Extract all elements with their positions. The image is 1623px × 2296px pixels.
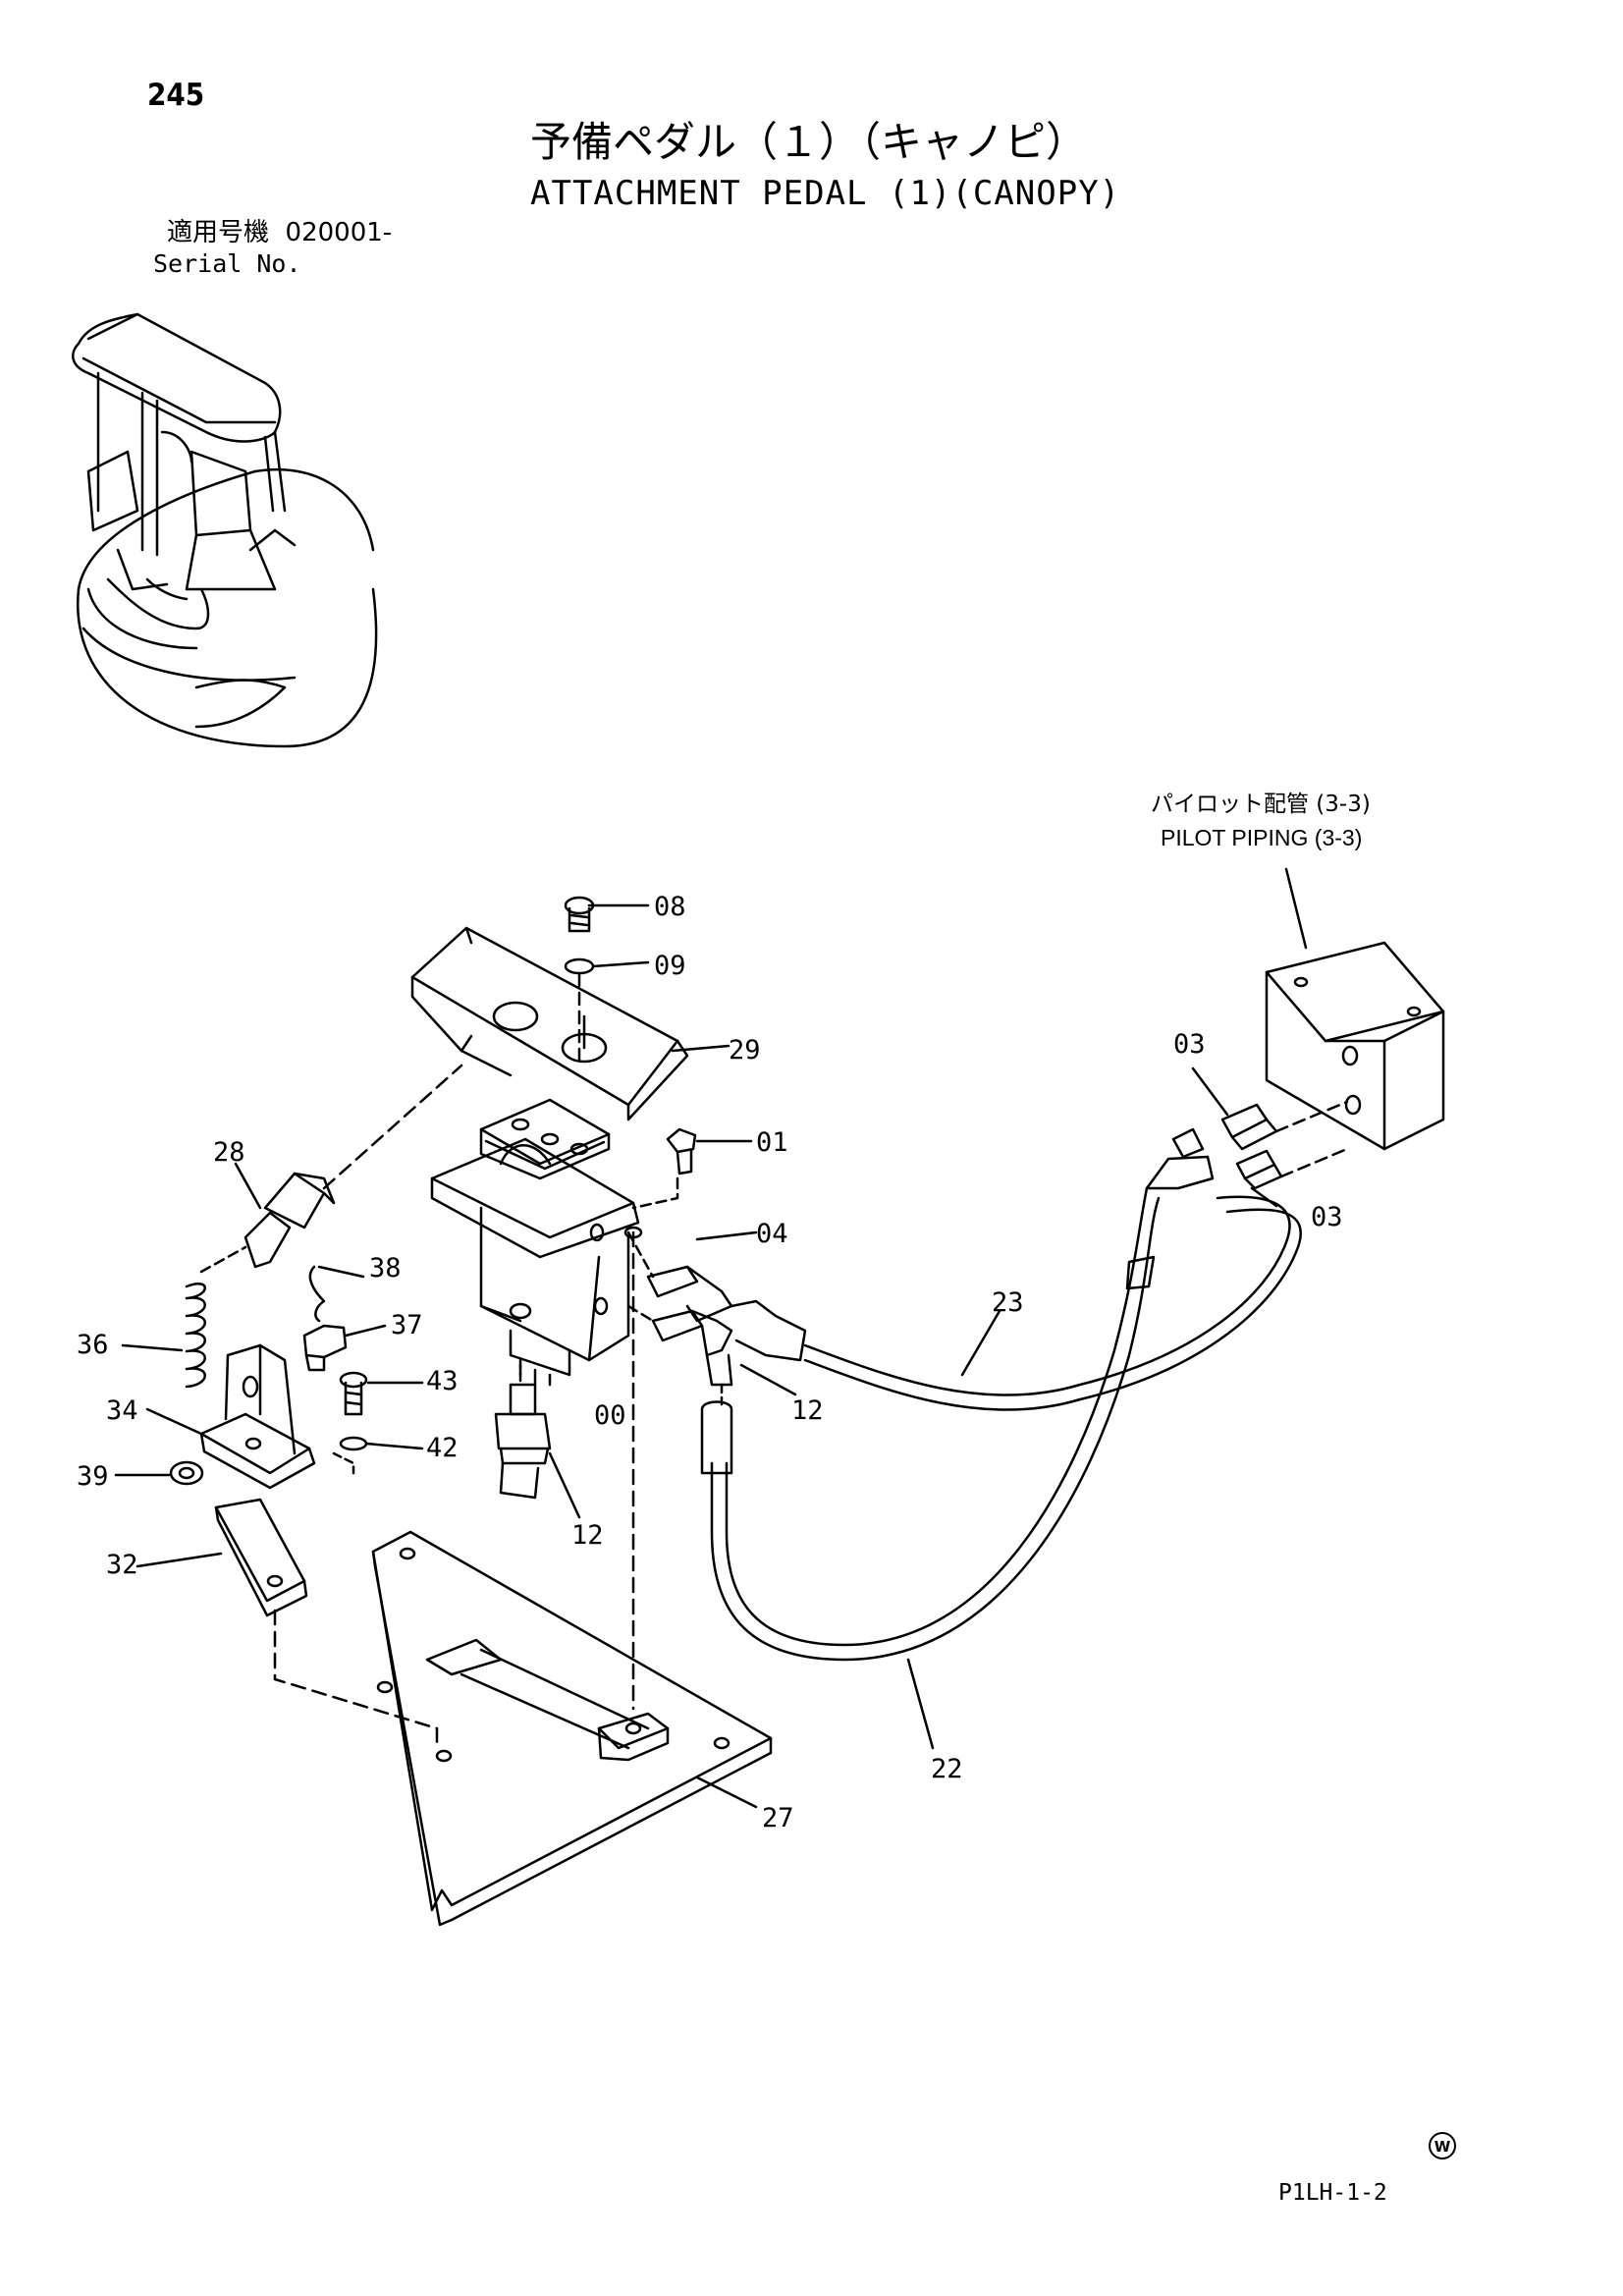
- label-38: 38: [369, 1253, 402, 1284]
- page-title-en: ATTACHMENT PEDAL (1)(CANOPY): [530, 174, 1121, 213]
- leader-lines: [548, 1044, 1001, 1750]
- hose-23: [803, 1195, 1302, 1411]
- hose-22: [710, 1127, 1215, 1662]
- reference-jp: パイロット配管 (3-3): [1151, 792, 1371, 817]
- bolt-08: [564, 896, 650, 933]
- label-39: 39: [77, 1461, 109, 1492]
- label-03-upper: 03: [1173, 1029, 1206, 1060]
- machine-overview-illustration: [72, 312, 378, 748]
- label-08: 08: [654, 892, 686, 922]
- washer-39: [114, 1460, 204, 1486]
- pilot-block: [1265, 867, 1445, 1151]
- label-04: 04: [756, 1219, 788, 1249]
- pedal-plate-29: [410, 926, 689, 1121]
- floor-plate-27: [273, 1230, 773, 1927]
- plate-32: [135, 1498, 308, 1617]
- fitting-12-lower: [494, 1358, 552, 1500]
- label-36: 36: [77, 1330, 109, 1360]
- page-number: 245: [147, 78, 205, 113]
- label-29: 29: [729, 1035, 761, 1066]
- label-27: 27: [762, 1803, 794, 1833]
- pin-38: [308, 1265, 365, 1323]
- drawing-code: P1LH-1-2: [1278, 2180, 1387, 2206]
- label-09: 09: [654, 951, 686, 981]
- watermark-symbol: W: [1429, 2132, 1456, 2159]
- adapter-fittings-03: [1191, 1066, 1349, 1208]
- fittings-04-12: [626, 1230, 807, 1475]
- label-34: 34: [106, 1395, 138, 1426]
- label-12-lower: 12: [571, 1520, 604, 1551]
- label-37: 37: [391, 1310, 423, 1340]
- bracket-34: [145, 1343, 355, 1490]
- watermark-letter: W: [1434, 2138, 1451, 2156]
- pin-37: [302, 1324, 387, 1372]
- label-01: 01: [756, 1127, 788, 1158]
- serial-label-en: Serial No.: [153, 249, 301, 278]
- washer-42: [339, 1436, 424, 1451]
- label-23: 23: [992, 1287, 1024, 1318]
- label-43: 43: [426, 1366, 459, 1396]
- pedal-valve-00: [430, 1098, 643, 1387]
- spring-36: [121, 1245, 247, 1389]
- label-28: 28: [213, 1137, 245, 1168]
- serial-label-jp: 適用号機: [167, 218, 270, 247]
- label-00: 00: [594, 1400, 626, 1431]
- switch-28: [234, 1064, 463, 1269]
- label-03-lower: 03: [1311, 1202, 1343, 1232]
- washer-09: [564, 957, 650, 1063]
- serial-line-jp: 適用号機 020001-: [167, 220, 392, 246]
- part-labels: 08 09 29 01 03 03 28 04 38 37 36 23 43 3…: [77, 892, 1343, 1833]
- bolt-43: [339, 1371, 424, 1416]
- reference-en: PILOT PIPING (3-3): [1161, 825, 1363, 850]
- serial-number: 020001-: [285, 218, 393, 247]
- label-22: 22: [931, 1754, 963, 1784]
- label-42: 42: [426, 1433, 459, 1463]
- label-12-right: 12: [791, 1395, 824, 1426]
- label-32: 32: [106, 1550, 138, 1580]
- page-title-jp: 予備ペダル（１）（キャノピ）: [530, 118, 1088, 166]
- bolt-01: [631, 1127, 753, 1210]
